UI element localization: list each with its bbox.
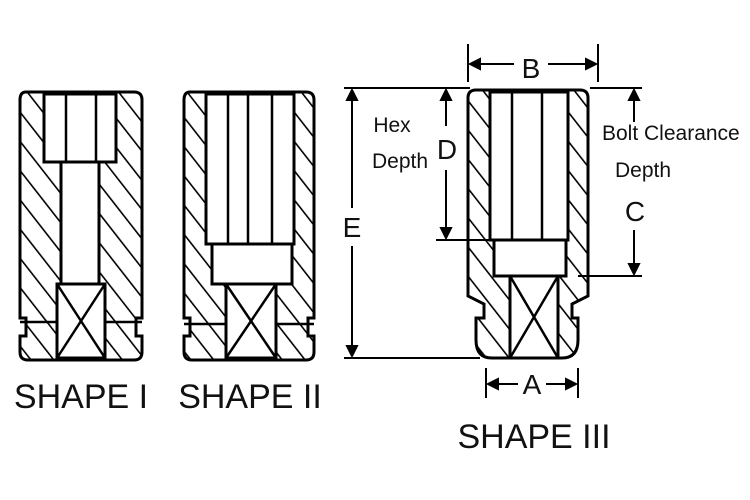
dim-label-c: C [625,196,645,227]
hex-depth-label-line2: Depth [372,150,428,173]
bolt-clearance-label-line1: Bolt Clearance [602,122,740,145]
bolt-clearance-label-line2: Depth [615,159,671,182]
shape-1-caption: SHAPE I [14,378,148,416]
hex-depth-label-line1: Hex [373,114,411,137]
shape-2-caption: SHAPE II [178,378,322,416]
dim-label-b: B [522,53,541,84]
dimension-lines [344,44,642,398]
dim-label-a: A [523,369,542,400]
dim-label-d: D [437,134,457,165]
dim-label-e: E [343,212,362,243]
shape-2-socket [182,90,316,362]
shape-3-socket [466,88,590,360]
shape-1-socket [18,90,144,362]
shape-3-caption: SHAPE III [457,418,610,456]
